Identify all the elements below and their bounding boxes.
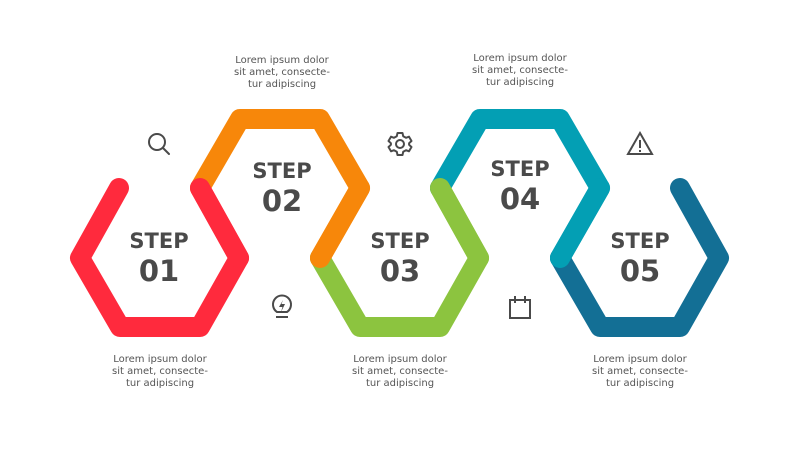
step-04-label: STEP 04 <box>460 159 580 214</box>
step-number: 05 <box>619 254 661 288</box>
step-03-description: Lorem ipsum dolor sit amet, consecte- tu… <box>352 354 448 389</box>
step-word: STEP <box>610 229 670 253</box>
step-05-label: STEP 05 <box>580 231 700 286</box>
step-05-description: Lorem ipsum dolor sit amet, consecte- tu… <box>592 354 688 389</box>
step-number: 03 <box>379 254 421 288</box>
step-01-description: Lorem ipsum dolor sit amet, consecte- tu… <box>112 354 208 389</box>
search-icon <box>148 133 170 155</box>
step-word: STEP <box>129 229 189 253</box>
step-02-label: STEP 02 <box>222 161 342 216</box>
gear-icon <box>387 132 413 156</box>
step-01-label: STEP 01 <box>99 231 219 286</box>
step-number: 02 <box>261 184 303 218</box>
step-number: 01 <box>138 254 180 288</box>
lightbulb-icon <box>272 294 292 318</box>
step-word: STEP <box>370 229 430 253</box>
step-04-description: Lorem ipsum dolor sit amet, consecte- tu… <box>472 53 568 88</box>
step-word: STEP <box>252 159 312 183</box>
step-number: 04 <box>499 182 541 216</box>
calendar-icon <box>509 296 531 319</box>
step-word: STEP <box>490 157 550 181</box>
warning-icon <box>626 130 654 155</box>
step-02-description: Lorem ipsum dolor sit amet, consecte- tu… <box>234 55 330 90</box>
step-03-label: STEP 03 <box>340 231 460 286</box>
step-05-hexagon <box>550 178 729 337</box>
